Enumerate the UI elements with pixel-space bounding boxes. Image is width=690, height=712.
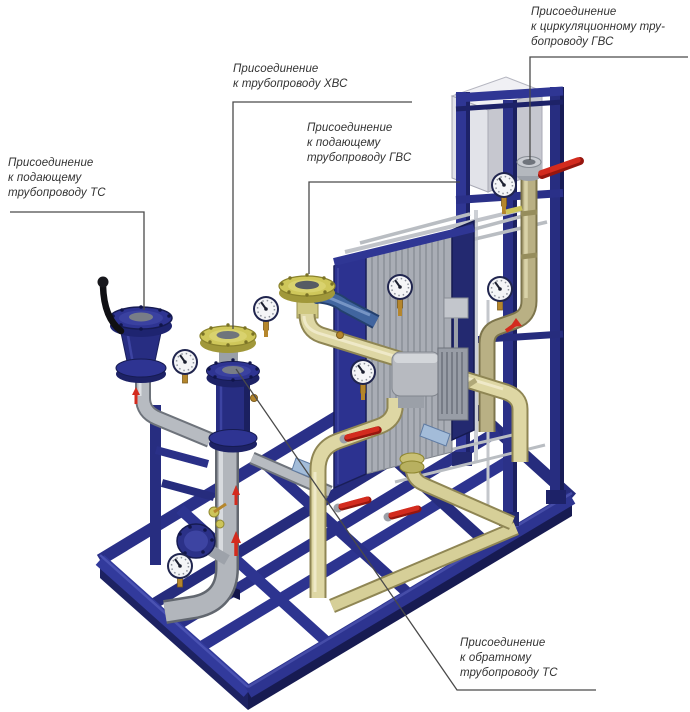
leader-dhw-circulation [529,56,688,160]
circulation-pump-motor [391,297,469,421]
label-line: к трубопроводу ХВС [233,78,348,90]
label-dhw-circulation: Присоединение к циркуляционному тру- боп… [531,5,665,50]
leader-ts-return [235,368,596,691]
valve-lever-handle [97,276,125,335]
leader-ts-supply [10,211,145,310]
leader-dhw-supply [308,181,460,274]
ts-return-piping [132,374,241,624]
dhw-circulation-pipe [478,156,584,432]
label-line: Присоединение [233,63,319,75]
label-line: Присоединение [460,637,546,649]
label-line: бопроводу ГВС [531,36,614,48]
pressure-gauge [252,295,280,331]
label-cold-water: Присоединение к трубопроводу ХВС [233,62,348,92]
left-support-post [150,405,216,565]
label-line: к обратному [460,652,532,664]
pressure-gauge [171,348,199,384]
flange-cold-water [199,323,257,362]
label-ts-return: Присоединение к обратному трубопроводу Т… [460,636,558,681]
label-line: трубопроводу ГВС [307,152,412,164]
flow-arrow [132,387,241,556]
label-line: Присоединение [307,122,393,134]
label-line: к циркуляционному тру- [531,21,666,33]
label-ts-supply: Присоединение к подающему трубопроводу Т… [8,156,106,201]
ball-valves-red-handles [333,318,522,522]
ball-valve-red-handle [538,157,584,179]
leader-lines [10,56,688,691]
label-line: Присоединение [8,157,94,169]
label-line: трубопроводу ТС [8,187,106,199]
butterfly-valve-ts-supply [97,276,173,383]
valve-ts-return [206,358,260,453]
leader-cold-water [232,101,412,329]
label-line: к подающему [8,172,82,184]
label-dhw-supply: Присоединение к подающему трубопроводу Г… [307,121,411,166]
label-line: Присоединение [531,6,617,18]
pressure-gauges [166,171,523,588]
flange-dhw-supply [278,273,336,303]
label-line: трубопроводу ТС [460,667,558,679]
label-line: к подающему [307,137,381,149]
